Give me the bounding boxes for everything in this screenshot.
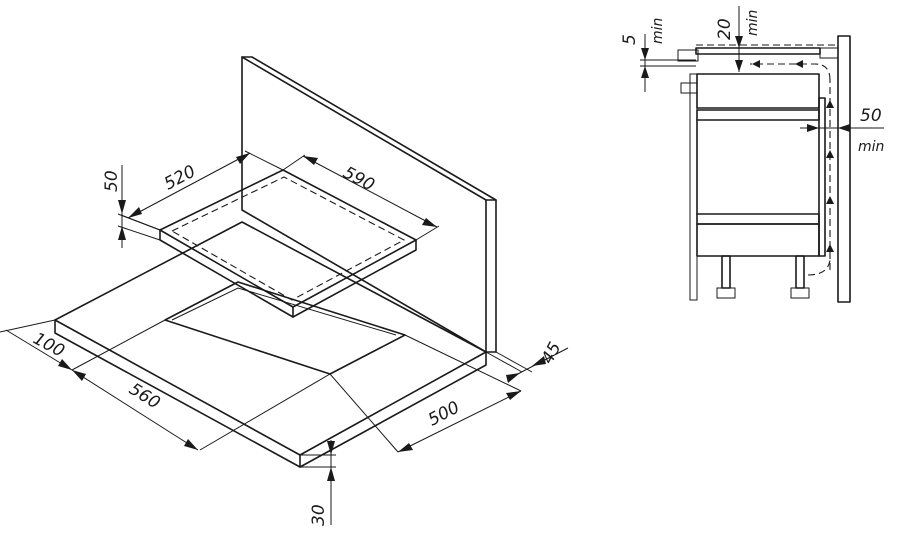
cabinet-section xyxy=(689,73,826,301)
cabinet-legs xyxy=(716,255,810,299)
dim-back-margin: 45 xyxy=(485,339,569,383)
dim-label-50-wall: 50 xyxy=(860,106,882,126)
worktop-cutout xyxy=(164,281,406,375)
dim-unit-50-wall: min xyxy=(858,139,884,155)
dim-gap-wall: 50 min xyxy=(800,106,884,155)
section-view: 5 min 20 min 50 min xyxy=(620,6,884,303)
dim-label-100: 100 xyxy=(30,329,68,362)
worktop-section xyxy=(677,44,839,62)
dim-cutout-width: 560 xyxy=(71,369,331,451)
dim-front-margin: 100 xyxy=(0,319,166,371)
back-wall xyxy=(241,56,497,353)
dim-gap-side: 20 min xyxy=(715,6,761,72)
hob-section xyxy=(680,73,820,109)
dim-hob-height: 50 xyxy=(102,165,161,248)
dim-label-520: 520 xyxy=(161,162,199,195)
dim-label-500: 500 xyxy=(425,398,463,431)
dim-label-590: 590 xyxy=(340,163,378,196)
dim-worktop-thickness: 30 xyxy=(300,440,336,526)
airflow-arrows xyxy=(750,60,834,276)
dim-hob-width: 590 xyxy=(282,154,440,241)
dim-gap-top: 5 min xyxy=(620,18,696,92)
dim-unit-5: min xyxy=(650,18,666,44)
dim-label-30: 30 xyxy=(309,504,329,526)
dim-label-50: 50 xyxy=(102,170,122,192)
dim-label-20: 20 xyxy=(715,18,735,40)
dim-unit-20: min xyxy=(745,10,761,36)
dim-label-560: 560 xyxy=(125,379,163,413)
dim-hob-depth: 520 xyxy=(120,150,284,231)
dim-label-5: 5 xyxy=(620,34,640,45)
isometric-view: 520 590 50 100 xyxy=(0,56,569,526)
wall-section xyxy=(837,35,851,303)
